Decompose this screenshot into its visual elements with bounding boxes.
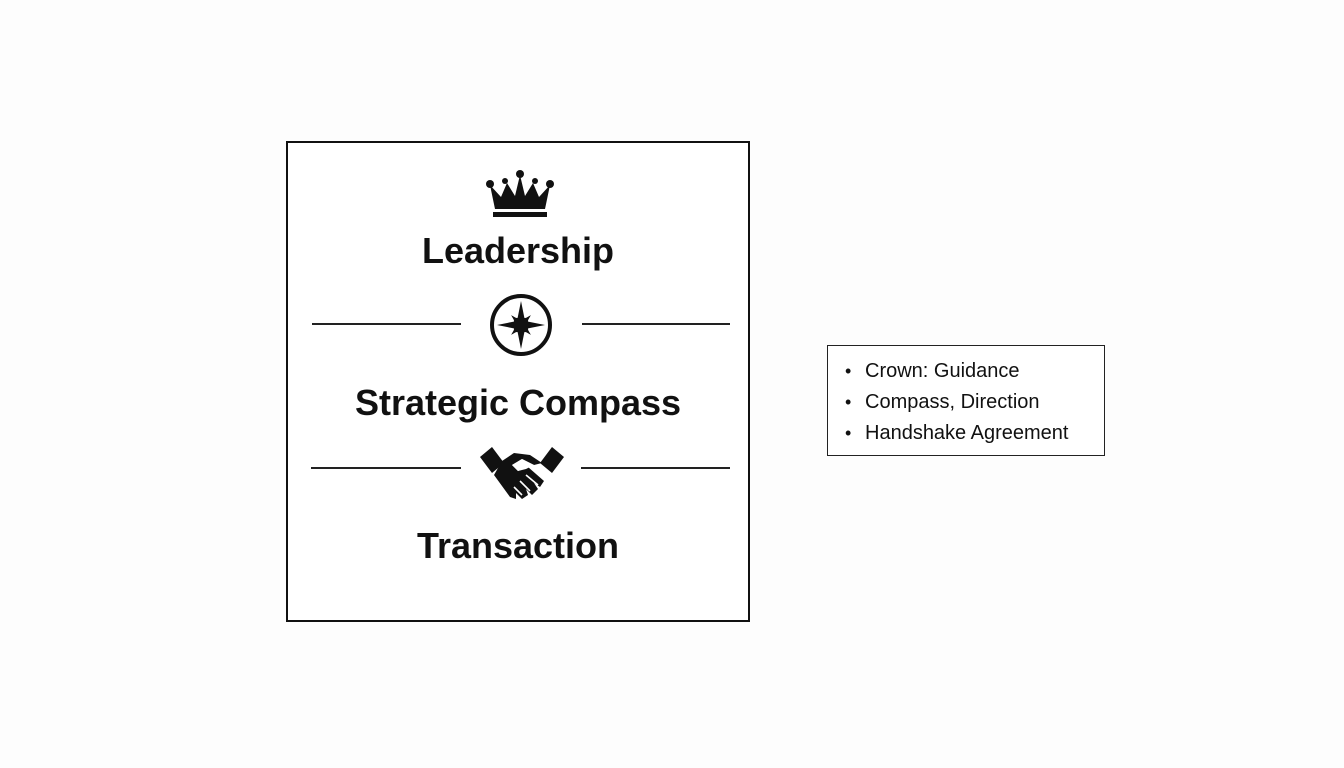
- section-title-transaction: Transaction: [416, 525, 620, 566]
- divider-line-left: [312, 323, 461, 325]
- legend-item-label: Handshake Agreement: [865, 422, 1069, 444]
- handshake-icon: [480, 447, 564, 499]
- legend-item-handshake: • Handshake Agreement: [845, 418, 1104, 449]
- divider-line-left: [311, 467, 461, 469]
- divider-line-right: [582, 323, 730, 325]
- legend-item-label: Compass, Direction: [865, 391, 1040, 413]
- section-title-strategic-compass: Strategic Compass: [354, 382, 682, 423]
- divider-line-right: [581, 467, 730, 469]
- legend-box: • Crown: Guidance • Compass, Direction • Ha…: [827, 345, 1105, 456]
- bullet-icon: •: [845, 392, 852, 412]
- crown-icon: [486, 170, 554, 217]
- bullet-icon: •: [845, 361, 852, 381]
- legend-item-compass: • Compass, Direction: [845, 387, 1104, 418]
- section-title-leadership: Leadership: [421, 230, 615, 271]
- compass-icon: [490, 294, 552, 356]
- concept-panel: Leadership Strategic Compass Transaction: [286, 141, 750, 622]
- bullet-icon: •: [845, 423, 852, 443]
- legend-list: • Crown: Guidance • Compass, Direction • Ha…: [845, 356, 1104, 449]
- legend-item-crown: • Crown: Guidance: [845, 356, 1104, 387]
- legend-item-label: Crown: Guidance: [865, 360, 1020, 382]
